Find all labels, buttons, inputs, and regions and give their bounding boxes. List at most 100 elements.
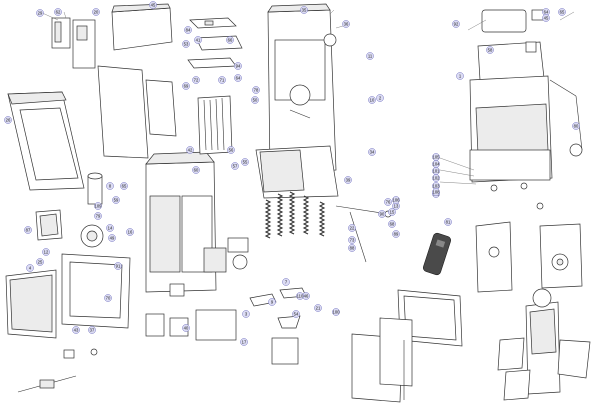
top-cover-part <box>111 3 173 51</box>
callout-badge: 36 <box>342 20 350 28</box>
callout-badge: 29 <box>36 9 44 17</box>
callout-number: 60 <box>194 168 199 173</box>
callout-number: 29 <box>38 11 43 16</box>
callout-badge: 94 <box>234 62 242 70</box>
callout-number: 90 <box>380 212 385 217</box>
callout-badge: 68 <box>388 220 396 228</box>
callout-number: 105 <box>433 155 441 160</box>
callout-badge: 43 <box>72 326 80 334</box>
callout-number: 102 <box>433 176 441 181</box>
callout-badge: 22 <box>348 224 356 232</box>
callout-number: 50 <box>253 98 258 103</box>
callout-number: 49 <box>110 236 115 241</box>
callout-badge: 53 <box>182 40 190 48</box>
grille-part <box>197 95 233 155</box>
callout-number: 94 <box>236 64 241 69</box>
callout-number: 78 <box>254 88 259 93</box>
callout-badge: 104 <box>432 160 441 168</box>
callout-badge: 9 <box>268 298 276 306</box>
callout-number: 43 <box>74 328 79 333</box>
front-glass-part <box>5 269 57 339</box>
callout-badge: 12 <box>42 248 50 256</box>
callout-number: 84 <box>186 28 191 33</box>
callout-number: 106 <box>393 198 401 203</box>
callout-number: 4 <box>29 266 32 271</box>
callout-badge: 84 <box>184 26 192 34</box>
callout-number: 56 <box>229 148 234 153</box>
callout-badge: 42 <box>186 146 194 154</box>
side-panel-part <box>97 65 177 159</box>
callout-number: 7 <box>285 280 288 285</box>
smoke-fan-part <box>80 172 104 248</box>
callout-badge: 106 <box>392 196 401 204</box>
control-panel-part <box>51 17 96 69</box>
callout-badge: 56 <box>227 146 235 154</box>
callout-badge: 60 <box>192 166 200 174</box>
callout-number: 15 <box>390 210 395 215</box>
callout-badge: 7 <box>282 278 290 286</box>
callout-badge: 54 <box>292 310 300 318</box>
callout-badge: 76 <box>384 198 392 206</box>
callout-badge: 92 <box>452 20 460 28</box>
callout-badge: 69 <box>182 82 190 90</box>
callout-number: 2 <box>379 96 382 101</box>
callout-number: 73 <box>350 238 355 243</box>
callout-number: 92 <box>454 22 459 27</box>
callout-number: 39 <box>346 178 351 183</box>
callout-number: 71 <box>220 78 225 83</box>
brackets-part <box>145 287 307 365</box>
callout-number: 54 <box>294 312 299 317</box>
callout-number: 36 <box>344 22 349 27</box>
callout-number: 53 <box>184 42 189 47</box>
exchanger-springs-part <box>264 191 326 239</box>
callout-number: 109 <box>95 204 103 209</box>
callout-number: 57 <box>233 164 238 169</box>
glass-door-assembly-part <box>351 289 463 403</box>
callout-badge: 80 <box>572 122 580 130</box>
callout-number: 37 <box>90 328 95 333</box>
callout-number: 26 <box>6 118 11 123</box>
insulation-block-part <box>35 209 63 241</box>
callout-number: 21 <box>316 306 321 311</box>
callout-number: 17 <box>242 340 247 345</box>
callout-number: 110 <box>297 294 304 299</box>
callout-number: 80 <box>574 124 579 129</box>
callout-badge: 62 <box>54 8 62 16</box>
callout-badge: 25 <box>36 258 44 266</box>
callout-number: 65 <box>560 10 565 15</box>
callout-number: 103 <box>433 184 441 189</box>
callout-badge: 65 <box>558 8 566 16</box>
callout-number: 100 <box>333 310 341 315</box>
callout-badge: 55 <box>241 158 249 166</box>
callout-badge: 1 <box>456 72 464 80</box>
callout-badge: 101 <box>432 167 440 175</box>
callout-number: 104 <box>433 162 441 167</box>
callout-number: 70 <box>106 296 111 301</box>
callout-badge: 87 <box>24 226 32 234</box>
callout-number: 20 <box>94 10 99 15</box>
callout-number: 76 <box>386 200 391 205</box>
callout-badge: 73 <box>348 236 356 244</box>
callout-number: 72 <box>194 78 199 83</box>
callout-number: 65 <box>122 184 127 189</box>
callout-badge: 35 <box>300 6 308 14</box>
callout-number: 3 <box>245 312 248 317</box>
callout-badge: 58 <box>486 46 494 54</box>
callout-badge: 4 <box>26 264 34 272</box>
combustion-chamber-part <box>497 288 591 401</box>
callout-badge: 16 <box>126 228 134 236</box>
callout-badge: 34 <box>368 148 376 156</box>
callout-number: 1 <box>459 74 462 79</box>
callout-number: 11 <box>368 54 373 59</box>
callout-badge: 14 <box>106 224 114 232</box>
callout-badge: 11 <box>366 52 374 60</box>
igniter-part <box>17 348 98 393</box>
callout-number: 91 <box>116 264 121 269</box>
callout-badge: 65 <box>120 182 128 190</box>
callout-badge: 26 <box>4 116 12 124</box>
callout-number: 14 <box>108 226 113 231</box>
callout-badge: 108 <box>432 188 440 196</box>
callout-badge: 102 <box>432 174 441 182</box>
callout-badge: 78 <box>252 86 260 94</box>
